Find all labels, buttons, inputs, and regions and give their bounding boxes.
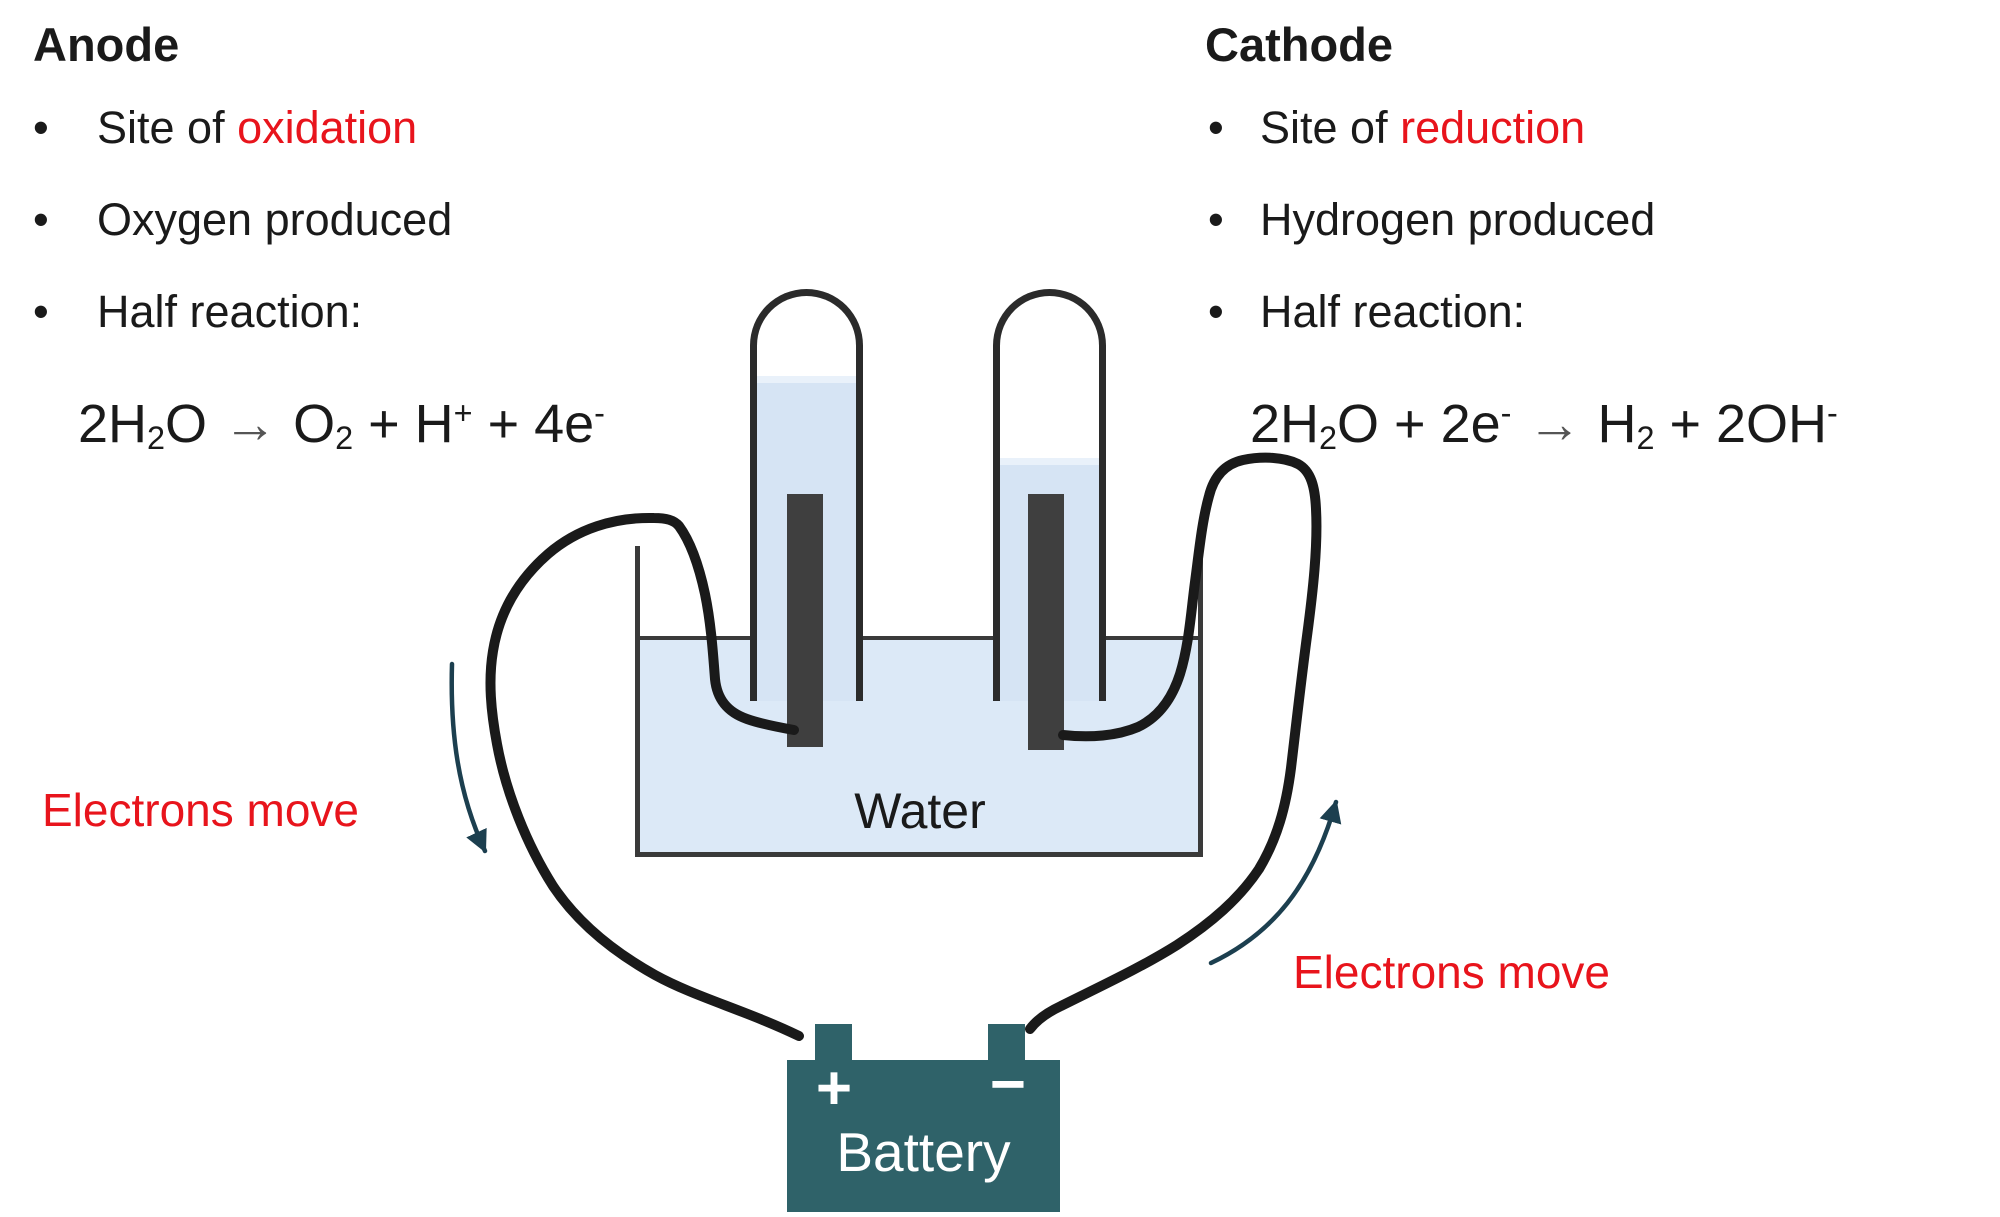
text-segment: O xyxy=(293,393,336,454)
text-segment: - xyxy=(1827,395,1838,431)
text-segment: Half reaction: xyxy=(97,286,363,337)
battery-plus-sign: + xyxy=(815,1054,853,1123)
water-label: Water xyxy=(854,783,986,839)
water-surface-line xyxy=(637,636,1203,640)
cathode-bullets: • Site of reduction • Hydrogen produced … xyxy=(1208,103,1655,379)
electrons-move-label-right: Electrons move xyxy=(1293,946,1611,998)
text-segment: + 4e xyxy=(472,393,595,454)
text-segment: Half reaction: xyxy=(1260,286,1526,337)
liquid-surface-left xyxy=(757,376,856,383)
bullet-dot: • xyxy=(33,286,49,337)
bullet-item: • Half reaction: xyxy=(33,287,452,337)
bullet-text: Hydrogen produced xyxy=(1260,195,1655,245)
bullet-item: • Site of reduction xyxy=(1208,103,1655,153)
bullet-dot: • xyxy=(1208,286,1224,337)
text-segment: 2H xyxy=(1250,393,1320,454)
text-segment: - xyxy=(594,395,605,431)
text-segment: → xyxy=(1527,393,1582,454)
anode-title: Anode xyxy=(33,18,180,71)
text-segment: + H xyxy=(353,393,454,454)
anode-electrode xyxy=(787,494,823,747)
bullet-item: • Half reaction: xyxy=(1208,287,1655,337)
bullet-dot: • xyxy=(1208,194,1224,245)
text-segment: - xyxy=(1500,395,1512,431)
text-segment: Hydrogen produced xyxy=(1260,194,1656,245)
beaker-bottom xyxy=(635,852,1203,857)
beaker-wall-left xyxy=(635,546,640,857)
cathode-electrode xyxy=(1028,494,1064,750)
bullet-text: Oxygen produced xyxy=(97,195,452,245)
text-segment: + 2OH xyxy=(1654,393,1828,454)
text-segment: reduction xyxy=(1400,102,1586,153)
cathode-title: Cathode xyxy=(1205,18,1393,71)
cathode-half-reaction: 2H2O + 2e-→H2 + 2OH- xyxy=(1250,383,1838,468)
bullet-text: Site of reduction xyxy=(1260,103,1585,153)
anode-bullets: • Site of oxidation • Oxygen produced • … xyxy=(33,103,452,379)
battery-label: Battery xyxy=(836,1121,1011,1183)
bullet-text: Half reaction: xyxy=(1260,287,1525,337)
battery-terminal-positive xyxy=(815,1024,852,1064)
text-segment: O + 2e xyxy=(1337,393,1501,454)
bullet-dot: • xyxy=(33,102,49,153)
bullet-text: Half reaction: xyxy=(97,287,362,337)
bullet-item: • Site of oxidation xyxy=(33,103,452,153)
electron-arrow-left xyxy=(449,661,488,854)
bullet-text: Site of oxidation xyxy=(97,103,417,153)
beaker-wall-right xyxy=(1198,546,1203,857)
bullet-item: • Hydrogen produced xyxy=(1208,195,1655,245)
bullet-item: • Oxygen produced xyxy=(33,195,452,245)
text-segment: 2 xyxy=(147,419,166,456)
bullet-dot: • xyxy=(1208,102,1224,153)
battery-terminal-negative xyxy=(988,1024,1025,1064)
text-segment: → xyxy=(223,393,278,454)
text-segment: oxidation xyxy=(237,102,418,153)
text-segment: + xyxy=(453,395,473,431)
anode-half-reaction: 2H2O→O2 + H+ + 4e- xyxy=(78,383,605,468)
battery-minus-sign: − xyxy=(989,1050,1027,1119)
text-segment: Site of xyxy=(1260,102,1401,153)
electron-arrow-right xyxy=(1208,799,1342,966)
text-segment: Site of xyxy=(97,102,238,153)
text-segment: 2 xyxy=(1319,419,1338,456)
text-segment: H xyxy=(1597,393,1637,454)
text-segment: O xyxy=(165,393,208,454)
electrons-move-label-left: Electrons move xyxy=(42,784,360,836)
text-segment: 2 xyxy=(335,419,354,456)
text-segment: Oxygen produced xyxy=(97,194,453,245)
text-segment: 2H xyxy=(78,393,148,454)
battery-body xyxy=(787,1060,1060,1212)
text-segment: 2 xyxy=(1636,419,1655,456)
test-tube-left xyxy=(750,289,863,701)
bullet-dot: • xyxy=(33,194,49,245)
